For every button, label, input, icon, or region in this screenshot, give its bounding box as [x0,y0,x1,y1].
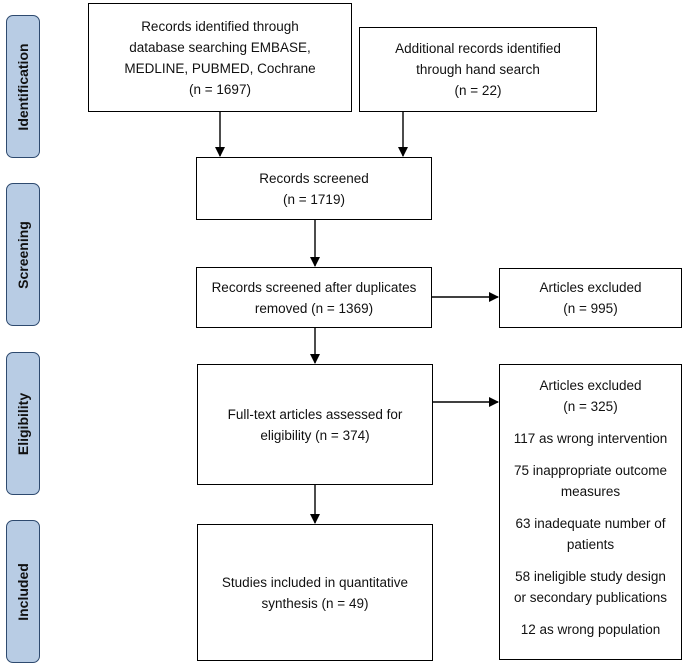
fulltext-assessed-box: Full-text articles assessed for eligibil… [197,364,433,485]
database-search-line1: Records identified through [141,18,299,34]
articles-excluded-box-1: Articles excluded (n = 995) [499,268,682,328]
exclusion-reason-line: 75 inappropriate outcome [513,463,668,478]
exclusion-reason: 63 inadequate number of patients [515,513,665,555]
exclusion-reason-line: 58 ineligible study design [515,569,666,584]
hand-search-box: Additional records identified through ha… [359,27,597,112]
exclusion-reason-line: 117 as wrong intervention [513,431,668,446]
after-duplicates-line2: removed (n = 1369) [254,300,374,316]
exclusion-reason: 12 as wrong population [521,619,661,640]
stage-screening: Screening [6,183,40,326]
exclusion-reason: 58 ineligible study design or secondary … [514,566,667,608]
studies-included-line2: synthesis (n = 49) [261,595,369,611]
articles-excluded-1-line1: Articles excluded [539,280,642,295]
after-duplicates-box: Records screened after duplicates remove… [196,267,432,328]
articles-excluded-2-count: (n = 325) [563,399,618,414]
exclusion-reason: 75 inappropriate outcome measures [514,460,667,502]
records-screened-box: Records screened (n = 1719) [196,157,432,220]
fulltext-assessed-line1: Full-text articles assessed for [227,406,403,422]
fulltext-assessed-line2: eligibility (n = 374) [260,427,370,443]
hand-search-count: (n = 22) [454,83,502,98]
exclusion-reason: 117 as wrong intervention [514,428,668,449]
hand-search-line2: through hand search [416,62,540,77]
database-search-line2: database searching EMBASE, [129,39,311,55]
hand-search-line1: Additional records identified [395,41,561,56]
articles-excluded-box-2: Articles excluded (n = 325) 117 as wrong… [499,364,682,660]
exclusion-reason-line: 63 inadequate number of [515,516,666,531]
exclusion-reason-line: measures [560,484,621,499]
records-screened-count: (n = 1719) [283,191,345,207]
database-search-count: (n = 1697) [189,81,251,97]
database-search-line3: MEDLINE, PUBMED, Cochrane [124,60,316,76]
studies-included-line1: Studies included in quantitative [221,574,409,590]
records-screened-line1: Records screened [259,170,369,186]
stage-eligibility: Eligibility [6,352,40,495]
stage-identification: Identification [6,15,40,158]
articles-excluded-1-count: (n = 995) [563,301,618,316]
articles-excluded-2-line1: Articles excluded [539,378,642,393]
studies-included-box: Studies included in quantitative synthes… [197,524,433,661]
exclusion-reason-line: or secondary publications [513,590,668,605]
database-search-box: Records identified through database sear… [88,3,352,112]
after-duplicates-line1: Records screened after duplicates [211,279,417,295]
stage-included: Included [6,520,40,663]
exclusion-reason-line: 12 as wrong population [520,622,661,637]
exclusion-reason-line: patients [566,537,615,552]
